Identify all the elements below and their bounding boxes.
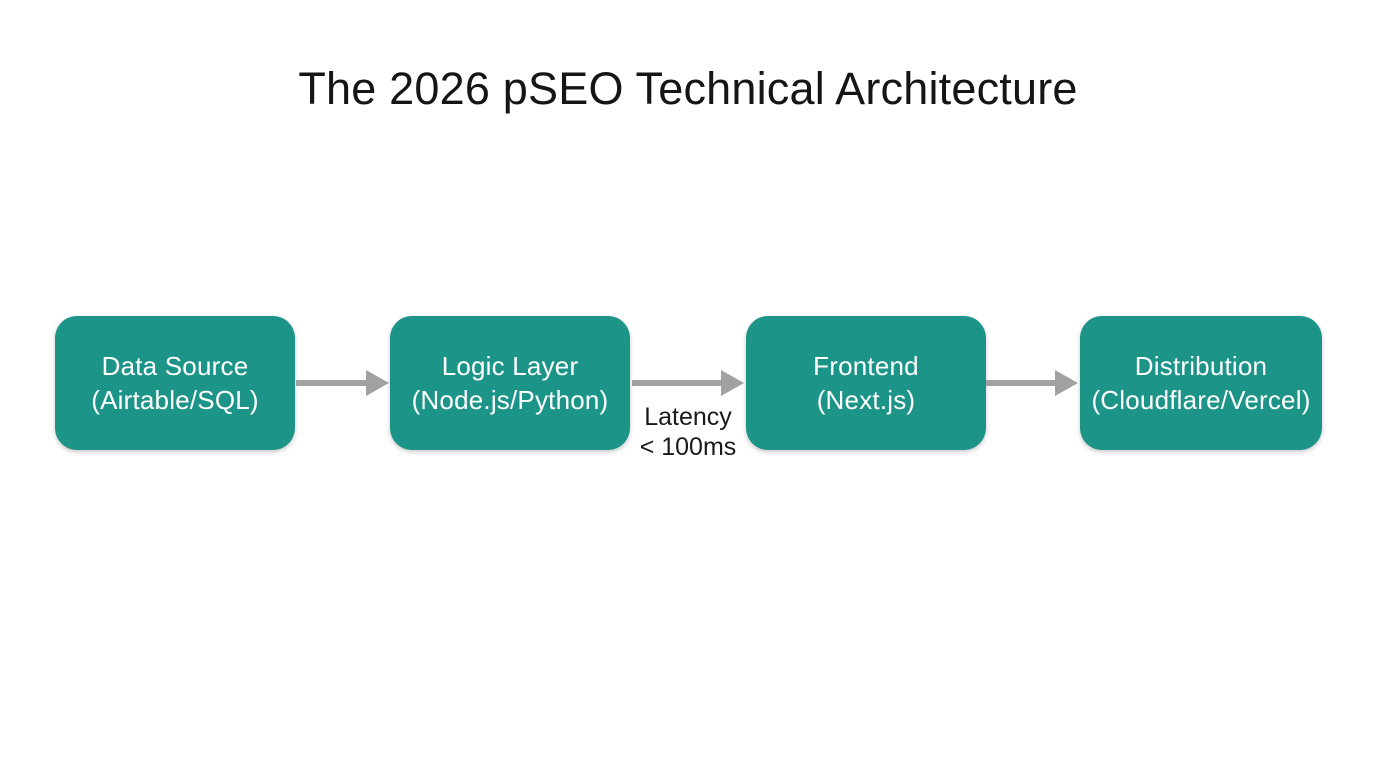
node-distribution: Distribution (Cloudflare/Vercel): [1080, 316, 1322, 450]
arrow-data-source-to-logic-layer: [296, 370, 389, 396]
node-frontend: Frontend (Next.js): [746, 316, 986, 450]
arrow-logic-layer-to-frontend: [632, 370, 744, 396]
arrow-line: [632, 380, 723, 386]
node-title: Logic Layer: [441, 351, 579, 381]
node-subtitle: (Next.js): [816, 385, 916, 415]
node-logic-layer: Logic Layer (Node.js/Python): [390, 316, 630, 450]
node-title: Frontend: [813, 351, 919, 381]
arrow-head-icon: [721, 370, 744, 396]
node-subtitle: (Node.js/Python): [411, 385, 609, 415]
arrow-head-icon: [1055, 370, 1078, 396]
latency-annotation-line1: Latency: [644, 403, 732, 431]
arrow-line: [986, 380, 1057, 386]
node-data-source: Data Source (Airtable/SQL): [55, 316, 295, 450]
node-title: Distribution: [1134, 351, 1268, 381]
arrow-frontend-to-distribution: [986, 370, 1078, 396]
arrow-head-icon: [366, 370, 389, 396]
diagram-title: The 2026 pSEO Technical Architecture: [298, 63, 1078, 114]
node-title: Data Source: [101, 351, 249, 381]
node-subtitle: (Cloudflare/Vercel): [1091, 385, 1311, 415]
latency-annotation: Latency < 100ms: [608, 402, 768, 462]
arrow-line: [296, 380, 368, 386]
node-subtitle: (Airtable/SQL): [91, 385, 259, 415]
latency-annotation-line2: < 100ms: [639, 433, 737, 461]
